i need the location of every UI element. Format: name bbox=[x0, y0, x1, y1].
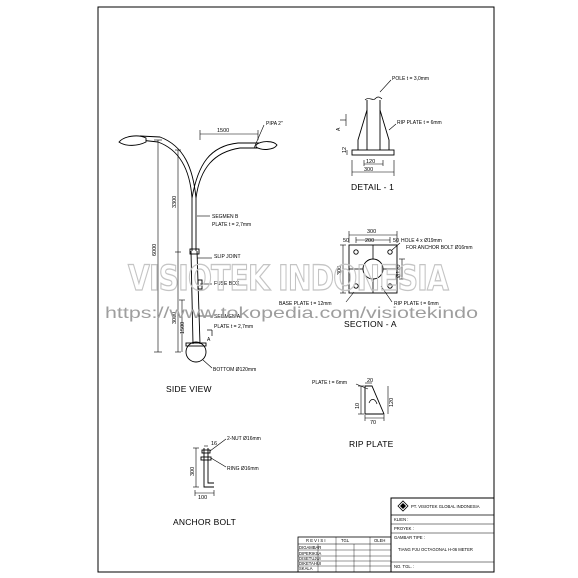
section-hole-tl bbox=[353, 249, 359, 255]
row-drawing: GAMBAR TIPE : bbox=[394, 535, 425, 540]
dim-lower: 3000 bbox=[172, 312, 178, 324]
section-dim-50b: 50 bbox=[393, 238, 399, 244]
detail-dim-inner: 120 bbox=[366, 159, 375, 165]
detail-pole-label: POLE t = 3,0mm bbox=[392, 76, 429, 82]
detail-base-plate bbox=[351, 149, 395, 156]
anchor-dim-100: 100 bbox=[198, 495, 207, 501]
section-anchor-label: FOR ANCHOR BOLT Ø16mm bbox=[406, 245, 473, 251]
section-rip-label: RIP PLATE t = 6mm bbox=[394, 301, 439, 307]
watermark-url: https://www.tokopedia.com/visiotekindo bbox=[105, 305, 478, 322]
drawing-name: TIANG PJU OCTAGONAL H-06 METER bbox=[398, 547, 473, 552]
section-base-label: BASE PLATE t = 12mm bbox=[279, 301, 332, 307]
side-marker-a: A bbox=[207, 337, 211, 343]
anchor-ring-label: RING Ø16mm bbox=[227, 466, 259, 472]
title-block bbox=[297, 497, 495, 573]
rip-dim-120: 120 bbox=[389, 398, 395, 407]
detail-rip-right bbox=[379, 109, 390, 150]
segment-b-plate: PLATE t = 2,7mm bbox=[212, 222, 251, 228]
dim-base: 1500 bbox=[180, 322, 186, 334]
rev-header: R E V I S I bbox=[306, 538, 326, 543]
watermark: VISIOTEK INDONESIA https://www.tokopedia… bbox=[105, 258, 478, 322]
section-dim-120: Ø120 bbox=[396, 265, 402, 278]
dim-arms-width: 1500 bbox=[217, 128, 229, 134]
section-a-labels: 300 50 200 50 HOLE 4 x Ø19mm FOR ANCHOR … bbox=[279, 229, 473, 329]
anchor-dim-300: 300 bbox=[190, 467, 196, 476]
pole-upper bbox=[191, 198, 197, 251]
detail-dim-outer: 300 bbox=[364, 167, 373, 173]
bottom-label: BOTTOM Ø120mm bbox=[213, 367, 256, 373]
right-lamp-icon bbox=[255, 141, 278, 150]
slip-joint bbox=[189, 248, 200, 255]
section-hole-tr bbox=[387, 249, 393, 255]
anchor-ring bbox=[200, 456, 212, 461]
pipe-label: PIPA 2" bbox=[266, 121, 283, 127]
company-name: PT. VISIOTEK GLOBAL INDONESIA bbox=[411, 504, 480, 509]
fuse-box bbox=[197, 279, 203, 290]
rev-row-3: DISETUJUI bbox=[299, 556, 321, 561]
detail-marker-a: A bbox=[336, 127, 342, 131]
rev-row-2: DIPERIKSA bbox=[299, 551, 322, 556]
rip-dim-10: 10 bbox=[355, 403, 361, 409]
rev-row-1: DIGAMBAR bbox=[299, 545, 321, 550]
section-a-title: SECTION - A bbox=[344, 319, 397, 329]
side-view bbox=[118, 124, 278, 369]
side-view-labels: PIPA 2" 1500 3300 SEGMEN B PLATE t = 2,7… bbox=[152, 121, 283, 394]
rip-plate bbox=[355, 382, 389, 421]
section-dim-side: 300 bbox=[337, 266, 343, 275]
section-hole-label: HOLE 4 x Ø19mm bbox=[401, 238, 442, 244]
rev-row-5: SKALA bbox=[299, 566, 313, 571]
detail-1 bbox=[340, 79, 397, 176]
anchor-nut bbox=[201, 449, 211, 454]
left-lamp-icon bbox=[118, 135, 147, 146]
section-hole-br bbox=[387, 283, 393, 289]
detail-pole bbox=[366, 100, 381, 150]
anchor-nut-label: 2-NUT Ø16mm bbox=[227, 436, 261, 442]
rip-plate-title: RIP PLATE bbox=[349, 439, 394, 449]
slip-joint-label: SLIP JOINT bbox=[214, 254, 241, 260]
rip-plate-spec: PLATE t = 6mm bbox=[312, 380, 347, 386]
col-tgl: TGL bbox=[341, 538, 350, 543]
anchor-bolt-labels: 16 2-NUT Ø16mm RING Ø16mm 300 100 ANCHOR… bbox=[173, 436, 261, 527]
bottom-circle bbox=[185, 341, 207, 363]
right-arm bbox=[195, 147, 262, 199]
section-dim-300: 300 bbox=[367, 229, 376, 235]
pole-lower bbox=[190, 250, 201, 345]
dim-total: 6000 bbox=[152, 244, 158, 256]
rip-plate-labels: PLATE t = 6mm 20 120 10 70 RIP PLATE bbox=[312, 378, 395, 449]
detail-1-labels: POLE t = 3,0mm RIP PLATE t = 6mm A 12 12… bbox=[336, 76, 442, 192]
row-project: PROYEK : bbox=[394, 526, 414, 531]
anchor-dim-16: 16 bbox=[211, 441, 217, 447]
section-dim-200: 200 bbox=[365, 238, 374, 244]
col-oleh: OLEH bbox=[374, 538, 385, 543]
detail-1-title: DETAIL - 1 bbox=[351, 182, 394, 192]
rip-dim-20: 20 bbox=[367, 378, 373, 384]
rev-row-4: DIKETAHUI bbox=[299, 561, 321, 566]
dim-upper: 3300 bbox=[172, 196, 178, 208]
base-plate bbox=[185, 342, 207, 347]
segment-a-plate: PLATE t = 2,7mm bbox=[214, 324, 253, 330]
watermark-brand: VISIOTEK INDONESIA bbox=[128, 259, 449, 299]
title-block-labels: PT. VISIOTEK GLOBAL INDONESIA KLIEN : PR… bbox=[299, 504, 480, 571]
section-a bbox=[340, 231, 405, 303]
anchor-bolt-title: ANCHOR BOLT bbox=[173, 517, 236, 527]
detail-dim-height: 12 bbox=[342, 147, 348, 153]
row-client: KLIEN : bbox=[394, 517, 408, 522]
section-hole-bl bbox=[353, 283, 359, 289]
section-dim-50: 50 bbox=[343, 238, 349, 244]
detail-rip-left bbox=[357, 109, 368, 150]
detail-rip-label: RIP PLATE t = 6mm bbox=[397, 120, 442, 126]
rip-dim-70: 70 bbox=[370, 420, 376, 426]
sheet-border bbox=[97, 6, 495, 573]
row-no: NO. TGL. : bbox=[394, 564, 414, 569]
segment-b-label: SEGMEN B bbox=[212, 214, 239, 220]
fuse-box-label: FUSE BOX bbox=[214, 281, 240, 287]
side-view-title: SIDE VIEW bbox=[166, 384, 212, 394]
anchor-bolt bbox=[193, 438, 227, 496]
segment-a-label: SEGMEN A bbox=[214, 314, 241, 320]
rip-plate-shape bbox=[364, 385, 385, 415]
